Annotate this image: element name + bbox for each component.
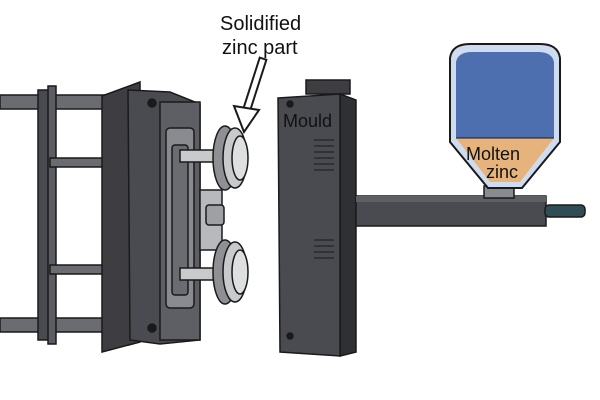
- cavity-inner: [171, 144, 189, 296]
- mould-bolt-bottom: [286, 332, 294, 340]
- mould-body: [277, 93, 341, 357]
- label-solidified-line2: zinc part: [222, 37, 298, 59]
- sprue: [205, 204, 225, 226]
- bolt-2: [147, 323, 157, 333]
- upper-knob-front: [231, 135, 249, 181]
- moving-platen: [101, 80, 201, 353]
- lower-shaft: [179, 267, 215, 281]
- barrel-highlight: [356, 196, 546, 202]
- injection-unit: [355, 185, 586, 227]
- frame-post-right: [47, 85, 57, 345]
- bolt-1: [147, 98, 157, 108]
- mould-top-tab: [305, 79, 351, 95]
- mould-body-side: [339, 92, 357, 357]
- label-molten-line2: zinc: [486, 162, 518, 182]
- fixed-mould: [277, 79, 357, 357]
- hopper-blue-fill: [456, 52, 554, 138]
- label-molten-line1: Molten: [466, 144, 520, 164]
- plunger-rod: [544, 204, 586, 218]
- molten-zinc: [456, 138, 554, 182]
- label-mould: Mould: [283, 111, 332, 131]
- upper-shaft: [179, 149, 215, 163]
- lower-knob-front: [231, 249, 249, 295]
- label-solidified-line1: Solidified: [220, 13, 301, 35]
- solidified-zinc-parts: [179, 125, 249, 305]
- arrow-down-left-icon: [232, 56, 268, 135]
- mould-bolt-top: [286, 100, 294, 108]
- hopper: [449, 43, 561, 189]
- vent-slots-top: [314, 139, 334, 171]
- vent-slots-bottom: [314, 239, 334, 259]
